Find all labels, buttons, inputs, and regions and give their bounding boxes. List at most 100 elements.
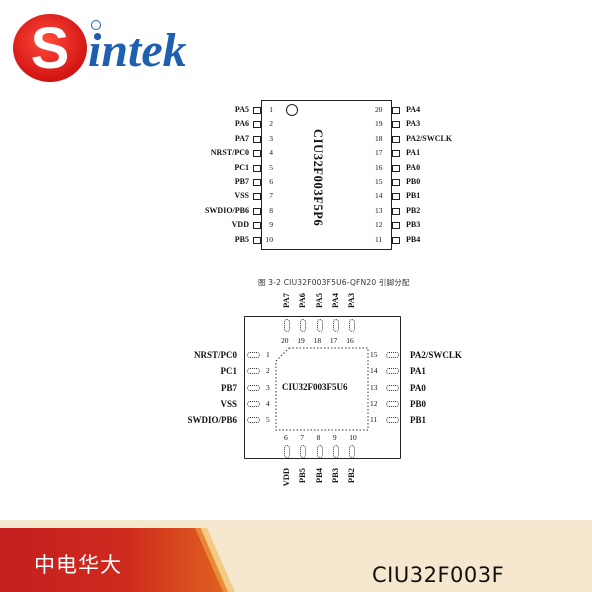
qfn-pin-name: PC1 (220, 366, 238, 377)
tssop-pin-number: 10 (265, 234, 274, 244)
qfn-pin-number: 14 (370, 366, 378, 376)
qfn-pin-pad (349, 445, 356, 458)
qfn-pin-pad (247, 417, 260, 424)
qfn-pin-number: 20 (281, 336, 289, 345)
qfn-part-name: CIU32F003F5U6 (282, 382, 348, 392)
footer-red-panel (0, 528, 228, 592)
qfn20-package (244, 316, 401, 459)
tssop-pin-number: 16 (375, 162, 383, 172)
qfn-pin-number: 10 (349, 433, 357, 442)
qfn-pin-name: PB4 (313, 468, 324, 484)
tssop-pin-pad (392, 150, 400, 158)
tssop-pin-name: PA0 (406, 162, 421, 172)
tssop-pin-pad (392, 236, 400, 244)
tssop-pin-number: 18 (375, 133, 383, 143)
qfn-pin-number: 9 (332, 433, 337, 442)
logo-s-letter: S (31, 16, 70, 81)
tssop-pin-name: PA1 (406, 148, 421, 158)
qfn-pin-name: PB1 (410, 415, 427, 426)
qfn-pin-name: PB7 (220, 382, 237, 393)
tssop-pin-number: 12 (375, 220, 383, 230)
tssop-pin-pad (253, 150, 261, 158)
tssop-pin-number: 9 (269, 220, 273, 230)
tssop-pin-pad (253, 107, 261, 114)
tssop-pin-name: PB1 (406, 191, 421, 201)
qfn-pin-pad (284, 319, 290, 332)
tssop-pin-number: 1 (269, 105, 273, 114)
tssop-pin-name: SWDIO/PB6 (204, 205, 249, 215)
qfn-pin-number: 18 (313, 336, 322, 345)
qfn-pin-number: 13 (370, 382, 378, 392)
tssop-pin-number: 14 (375, 191, 383, 201)
figure-caption: 图 3-2 CIU32F003F5U6-QFN20 引脚分配 (258, 278, 410, 287)
tssop-pin-number: 20 (375, 105, 383, 114)
tssop-pin-number: 2 (269, 119, 273, 129)
tssop-pin-name: PA7 (234, 133, 249, 143)
tssop-pin-pad (253, 207, 261, 215)
qfn-pin-pad (349, 319, 356, 332)
tssop-pin-pad (253, 121, 261, 129)
qfn-pin-pad (247, 352, 260, 358)
tssop-pin-name: PA5 (234, 105, 249, 114)
tssop-pin-number: 19 (375, 119, 383, 129)
qfn-pin-name: PB0 (410, 398, 427, 409)
tssop-pin-name: PA3 (406, 119, 421, 129)
tssop-pin-pad (392, 222, 400, 230)
tssop-pin-pad (253, 236, 261, 244)
part-number: CIU32F003F (372, 563, 505, 587)
qfn-pin-pad (247, 368, 260, 375)
tssop-pin-pad (253, 193, 261, 201)
qfn-pin-pad (247, 384, 260, 391)
tssop-pin-pad (392, 107, 400, 114)
qfn-pin-number: 15 (370, 350, 378, 359)
qfn-pin-pad (386, 352, 399, 358)
qfn-pin-name: PA4 (329, 293, 340, 308)
tssop-pin-pad (253, 222, 261, 230)
sintek-logo: S intek (13, 14, 187, 82)
qfn-pin-name: PA5 (313, 293, 324, 308)
tssop-pin-number: 15 (375, 177, 383, 186)
qfn-pin-number: 11 (370, 415, 378, 425)
qfn-pin-pad (247, 400, 260, 407)
qfn-pin-number: 6 (284, 433, 288, 442)
tssop-pin-name: PA6 (234, 119, 249, 129)
logo-circle (13, 14, 87, 82)
tssop-pin-name: NRST/PC0 (210, 148, 249, 158)
qfn-pin-number: 3 (266, 382, 270, 392)
qfn-pin-name: PA0 (410, 382, 426, 393)
qfn-pin-name: PA7 (281, 293, 291, 308)
qfn-pin-pad (386, 400, 399, 407)
qfn-pin-pad (386, 384, 399, 391)
qfn-pin-name: PA6 (297, 293, 308, 308)
tssop-pin-name: PC1 (234, 162, 249, 172)
tssop-pin-number: 13 (375, 205, 383, 215)
qfn-pin-number: 7 (300, 433, 305, 442)
tssop-pin-pad (392, 193, 400, 201)
tssop-pin-number: 6 (269, 177, 273, 186)
tssop-pin-number: 7 (269, 191, 273, 201)
qfn-pin-number: 4 (266, 398, 270, 408)
tssop-pin-pad (253, 179, 261, 186)
qfn-pin-pad (332, 445, 339, 458)
tssop-pin-number: 5 (269, 162, 273, 172)
qfn-pin-number: 19 (297, 336, 305, 345)
tssop-pin-pad (392, 121, 400, 129)
tssop-pin-name: PB3 (406, 220, 421, 230)
tssop-pin-pad (253, 135, 261, 143)
tssop-pin-name: PB5 (234, 234, 249, 244)
qfn-pin-number: 5 (266, 415, 270, 425)
qfn-pin-pad (332, 319, 339, 332)
qfn-pin-pad (300, 445, 307, 458)
qfn-pin-number: 17 (329, 336, 338, 345)
qfn-pin-number: 1 (266, 350, 270, 359)
qfn-pin-name: SWDIO/PB6 (187, 415, 237, 426)
tssop-pin-name: VDD (231, 220, 249, 230)
tssop-pin-name: PA4 (406, 105, 421, 114)
tssop-pin-pad (392, 135, 400, 143)
pin1-marker (286, 104, 298, 116)
qfn-pin-name: NRST/PC0 (193, 350, 237, 360)
logo-text: intek (88, 24, 187, 77)
qfn-pin-pad (316, 319, 323, 332)
tssop-part-name: CIU32F003F5P6 (311, 129, 325, 227)
qfn-pin-pad (386, 417, 399, 424)
